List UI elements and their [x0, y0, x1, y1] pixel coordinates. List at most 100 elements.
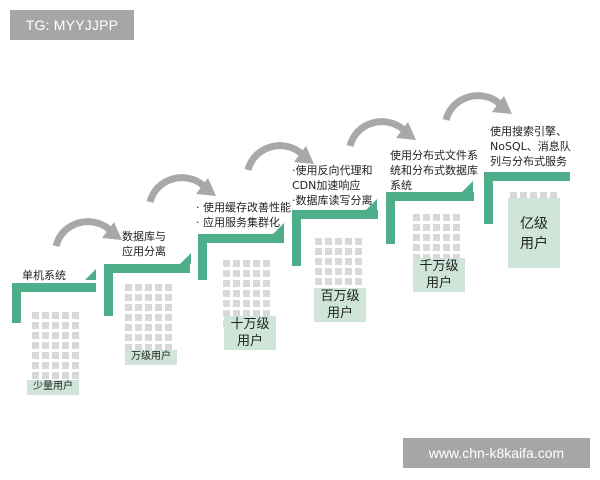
user-cell [315, 248, 322, 255]
user-cell [125, 344, 132, 351]
user-cell [453, 234, 460, 241]
user-cell [223, 300, 230, 307]
user-cell [72, 332, 79, 339]
user-cell [253, 300, 260, 307]
stage-4-caption: ·使用反向代理和 CDN加速响应 ·数据库读写分离 [292, 164, 373, 207]
user-cell [413, 254, 420, 261]
arrow-2-to-3 [146, 174, 216, 204]
stage-1-user-label: 少量用户 [27, 380, 79, 395]
user-cell [520, 192, 527, 199]
user-cell [135, 284, 142, 291]
user-cell [443, 254, 450, 261]
user-cell [42, 372, 49, 379]
stage-1-caption: 单机系统 [22, 269, 66, 282]
user-cell [355, 268, 362, 275]
user-cell [413, 244, 420, 251]
user-cell [72, 322, 79, 329]
user-cell [413, 234, 420, 241]
stage-5-step-bar [386, 192, 474, 201]
stage-5-caption: 使用分布式文件系 统和分布式数据库 系统 [390, 149, 478, 192]
user-cell [52, 332, 59, 339]
user-cell [423, 254, 430, 261]
stage-3-step-riser [198, 234, 207, 280]
user-cell [32, 352, 39, 359]
user-cell [345, 268, 352, 275]
user-cell [125, 324, 132, 331]
user-cell [42, 342, 49, 349]
user-cell [243, 300, 250, 307]
stage-1-step-bar [12, 283, 96, 292]
user-cell [243, 270, 250, 277]
user-cell [72, 372, 79, 379]
user-cell [233, 290, 240, 297]
user-cell [165, 344, 172, 351]
user-cell [145, 314, 152, 321]
user-cell [62, 342, 69, 349]
user-cell [355, 238, 362, 245]
user-cell [433, 224, 440, 231]
stage-6-step-bar [484, 172, 570, 181]
user-cell [423, 244, 430, 251]
user-cell [223, 310, 230, 317]
user-cell [72, 342, 79, 349]
user-cell [233, 260, 240, 267]
user-cell [233, 310, 240, 317]
user-cell [423, 224, 430, 231]
arrow-5-to-6 [442, 92, 512, 122]
stage-1-user-grid [32, 312, 79, 379]
user-cell [135, 344, 142, 351]
user-cell [42, 332, 49, 339]
stage-4-step-riser [292, 210, 301, 266]
user-cell [413, 214, 420, 221]
user-cell [135, 334, 142, 341]
arrow-3-to-4 [244, 142, 314, 172]
stage-1-step-riser [12, 283, 21, 323]
user-cell [233, 270, 240, 277]
user-cell [335, 248, 342, 255]
user-cell [510, 192, 517, 199]
user-cell [52, 352, 59, 359]
user-cell [253, 280, 260, 287]
user-cell [155, 324, 162, 331]
arrow-4-to-5 [346, 118, 416, 148]
user-cell [233, 300, 240, 307]
stage-6-caption: 使用搜索引擎、 NoSQL、消息队 列与分布式服务 [490, 125, 571, 168]
user-cell [165, 334, 172, 341]
user-cell [263, 310, 270, 317]
user-cell [52, 372, 59, 379]
user-cell [223, 280, 230, 287]
watermark: www.chn-k8kaifa.com [403, 438, 590, 468]
user-cell [145, 344, 152, 351]
user-cell [253, 310, 260, 317]
tag-badge: TG: MYYJJPP [10, 10, 134, 40]
stage-2-user-grid [125, 284, 172, 351]
user-cell [243, 260, 250, 267]
user-cell [145, 334, 152, 341]
user-cell [540, 192, 547, 199]
user-cell [263, 290, 270, 297]
stage-4-corner-marker [366, 199, 377, 210]
stage-6-user-label: 亿级 用户 [508, 198, 560, 268]
user-cell [345, 278, 352, 285]
user-cell [62, 362, 69, 369]
user-cell [223, 260, 230, 267]
user-cell [433, 244, 440, 251]
user-cell [72, 312, 79, 319]
user-cell [453, 244, 460, 251]
user-cell [125, 304, 132, 311]
user-cell [155, 344, 162, 351]
stage-5-user-label: 千万级 用户 [413, 258, 465, 292]
user-cell [32, 342, 39, 349]
user-cell [32, 372, 39, 379]
user-cell [155, 284, 162, 291]
user-cell [453, 224, 460, 231]
user-cell [62, 352, 69, 359]
user-cell [223, 270, 230, 277]
user-cell [62, 312, 69, 319]
stage-4-user-label: 百万级 用户 [314, 288, 366, 322]
user-cell [263, 300, 270, 307]
user-cell [550, 192, 557, 199]
user-cell [325, 278, 332, 285]
user-cell [42, 312, 49, 319]
stage-2-corner-marker [180, 253, 191, 264]
